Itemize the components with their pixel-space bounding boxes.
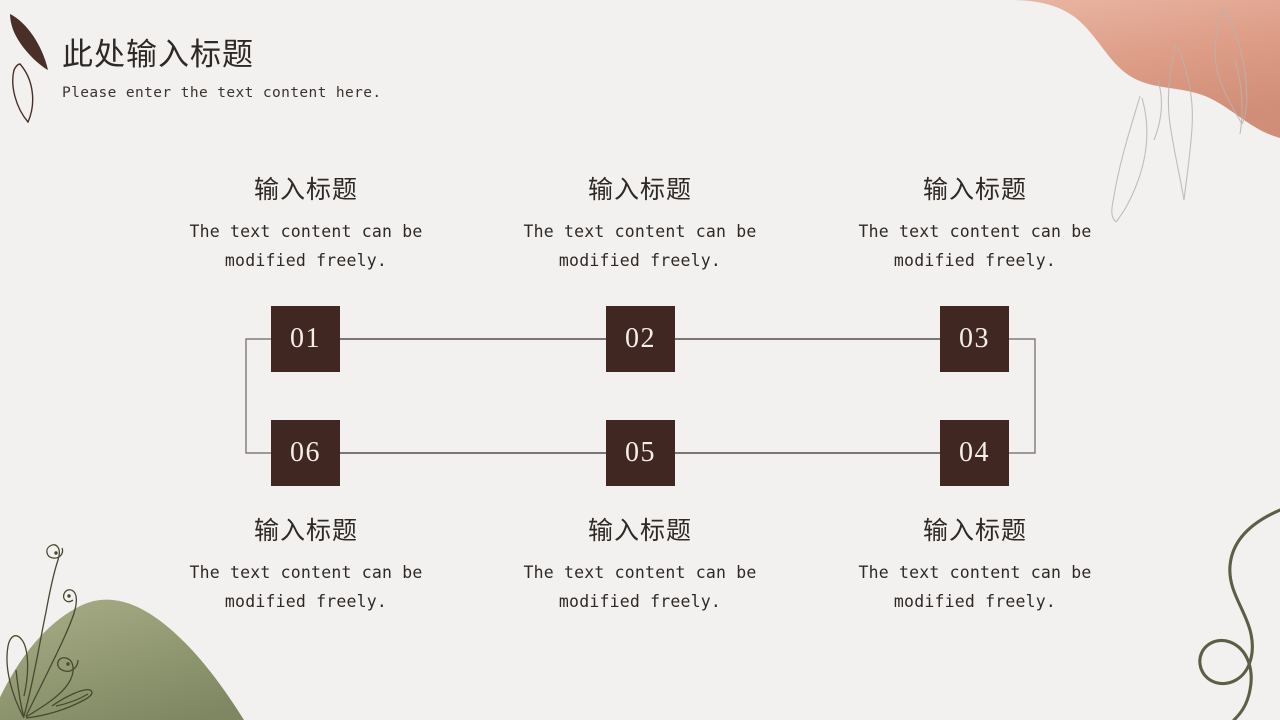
item-body-04: The text content can be modified freely. (858, 563, 1092, 612)
item-body-01: The text content can be modified freely. (189, 222, 423, 271)
connector-bracket-right (1009, 338, 1036, 454)
item-text-06: 输入标题 The text content can be modified fr… (186, 517, 426, 617)
item-title-06: 输入标题 (253, 518, 358, 545)
item-text-05: 输入标题 The text content can be modified fr… (520, 517, 760, 617)
item-body-02: The text content can be modified freely. (523, 222, 757, 271)
item-body-03: The text content can be modified freely. (858, 222, 1092, 271)
item-body-05: The text content can be modified freely. (523, 563, 757, 612)
step-number-04[interactable]: 04 (940, 420, 1009, 486)
step-number-03[interactable]: 03 (940, 306, 1009, 372)
step-number-02[interactable]: 02 (606, 306, 675, 372)
page-title: 此处输入标题 (62, 37, 254, 72)
item-title-05: 输入标题 (587, 518, 692, 545)
step-number-06[interactable]: 06 (271, 420, 340, 486)
step-number-01[interactable]: 01 (271, 306, 340, 372)
item-body-06: The text content can be modified freely. (189, 563, 423, 612)
page-subtitle: Please enter the text content here. (62, 84, 382, 101)
item-title-02: 输入标题 (587, 177, 692, 204)
item-title-04: 输入标题 (922, 518, 1027, 545)
item-text-01: 输入标题 The text content can be modified fr… (186, 176, 426, 276)
connector-bracket-left (245, 338, 271, 454)
item-text-04: 输入标题 The text content can be modified fr… (855, 517, 1095, 617)
item-title-03: 输入标题 (922, 177, 1027, 204)
item-title-01: 输入标题 (253, 177, 358, 204)
item-text-03: 输入标题 The text content can be modified fr… (855, 176, 1095, 276)
slide-header: 此处输入标题 Please enter the text content her… (62, 36, 382, 101)
step-number-05[interactable]: 05 (606, 420, 675, 486)
item-text-02: 输入标题 The text content can be modified fr… (520, 176, 760, 276)
